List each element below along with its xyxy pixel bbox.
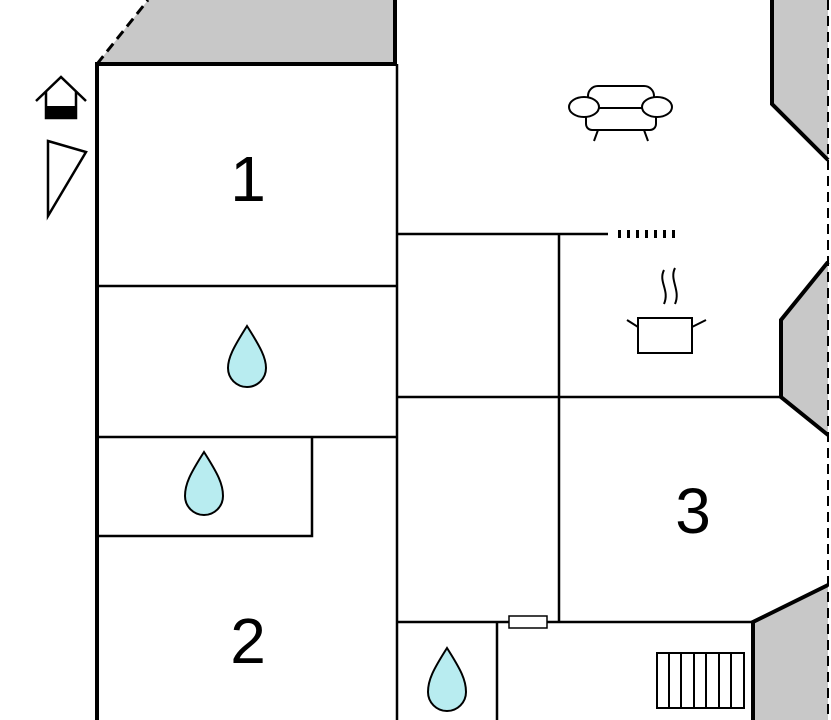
- room-3-label: 3: [675, 475, 711, 547]
- interior-walls: [97, 64, 781, 720]
- sofa-icon: [568, 85, 673, 142]
- water-drop-icon: [426, 646, 468, 712]
- exterior-wall-left: [95, 0, 397, 720]
- house-icon: [35, 75, 87, 120]
- room-2-label: 2: [230, 605, 266, 677]
- shaded-area-top: [97, 0, 395, 64]
- shaded-area-right-middle: [781, 262, 828, 435]
- shaded-area-right-bottom: [753, 585, 828, 720]
- room-1-label: 1: [230, 143, 266, 215]
- dashed-roof-line: [95, 0, 150, 65]
- compass-icon: [46, 139, 88, 221]
- door-marker: [508, 615, 548, 629]
- exterior-wall-right: [770, 0, 830, 162]
- stairs-icon: [656, 652, 745, 709]
- shaded-area-right-top: [772, 0, 828, 160]
- cooking-pot-icon: [626, 267, 707, 354]
- water-drop-icon: [226, 324, 268, 388]
- water-drop-icon: [183, 450, 225, 516]
- exterior-wall-right-middle: [779, 260, 830, 437]
